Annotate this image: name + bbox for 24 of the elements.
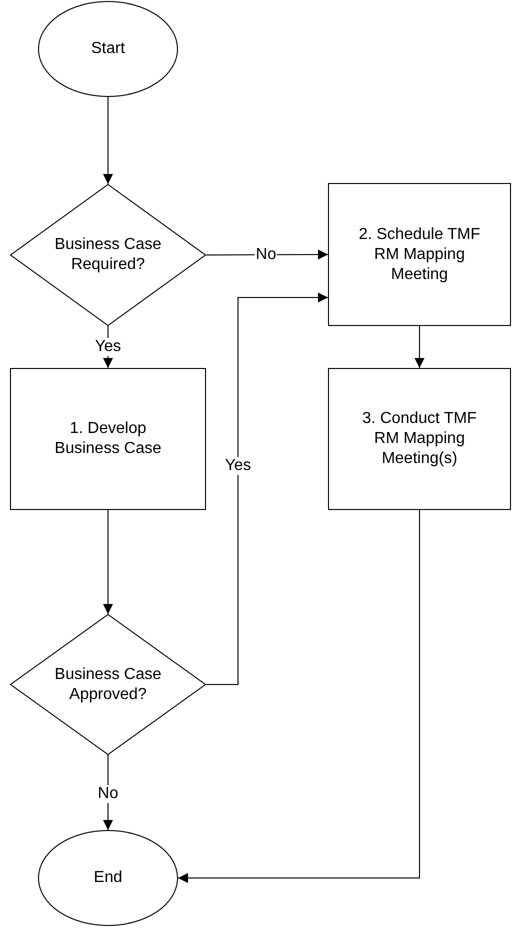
edge-label: No	[96, 785, 120, 803]
node-text: Business Case Required?	[54, 235, 162, 275]
process-box	[10, 368, 206, 510]
node-text: Start	[90, 39, 126, 59]
terminal-ellipse	[38, 830, 178, 926]
edge-label: Yes	[94, 338, 122, 356]
node-text: 3. Conduct TMF RM Mapping Meeting(s)	[361, 409, 478, 469]
node-text: Business Case Approved?	[54, 664, 162, 704]
arrow	[103, 754, 113, 830]
node-text: 1. Develop Business Case	[54, 419, 162, 459]
process-box	[328, 368, 511, 510]
arrow	[206, 292, 328, 685]
decision-diamond	[10, 184, 206, 326]
arrow	[178, 510, 420, 883]
arrow	[414, 326, 424, 368]
arrow	[103, 510, 113, 614]
arrow	[103, 96, 113, 184]
node-text: End	[92, 868, 124, 888]
process-box	[328, 183, 511, 326]
arrow	[206, 250, 328, 260]
decision-diamond	[10, 614, 206, 755]
node-text: 2. Schedule TMF RM Mapping Meeting	[358, 224, 482, 284]
edge-label: Yes	[224, 457, 252, 475]
terminal-ellipse	[38, 1, 178, 97]
